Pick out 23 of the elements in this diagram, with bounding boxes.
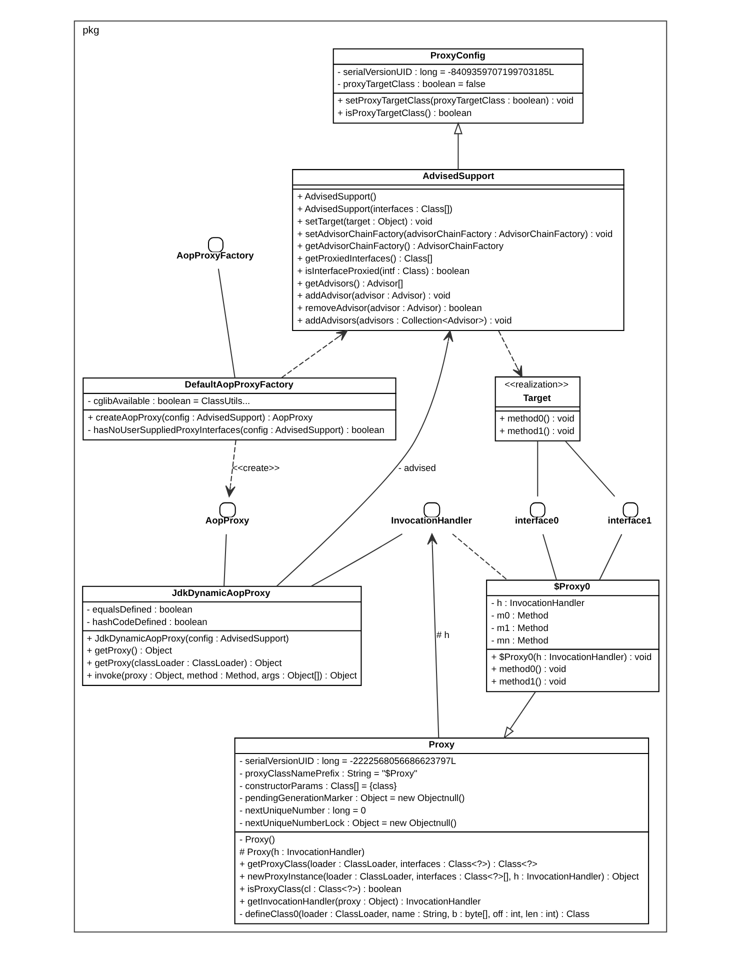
node-text: AopProxy [204, 516, 249, 526]
connector [542, 534, 557, 580]
arrow [502, 691, 536, 740]
node-text: interface1 [607, 516, 652, 526]
connector [310, 533, 402, 587]
arrow [224, 440, 236, 497]
connector [452, 534, 508, 580]
connector [598, 534, 622, 580]
connector [536, 440, 538, 496]
arrow [276, 330, 453, 587]
arrow [280, 330, 348, 378]
arrow [426, 533, 439, 738]
edge-label: - advised [398, 463, 436, 474]
node-text: interface0 [514, 516, 558, 526]
connector [564, 440, 615, 497]
node-text: InvocationHandler [390, 516, 472, 526]
arrow [453, 122, 462, 170]
edge-label: # h [436, 630, 449, 640]
connector [223, 534, 226, 586]
connector [217, 268, 235, 378]
edge-label: <<create>> [232, 463, 280, 474]
arrow [498, 330, 522, 378]
node-text: AopProxyFactory [176, 250, 254, 260]
